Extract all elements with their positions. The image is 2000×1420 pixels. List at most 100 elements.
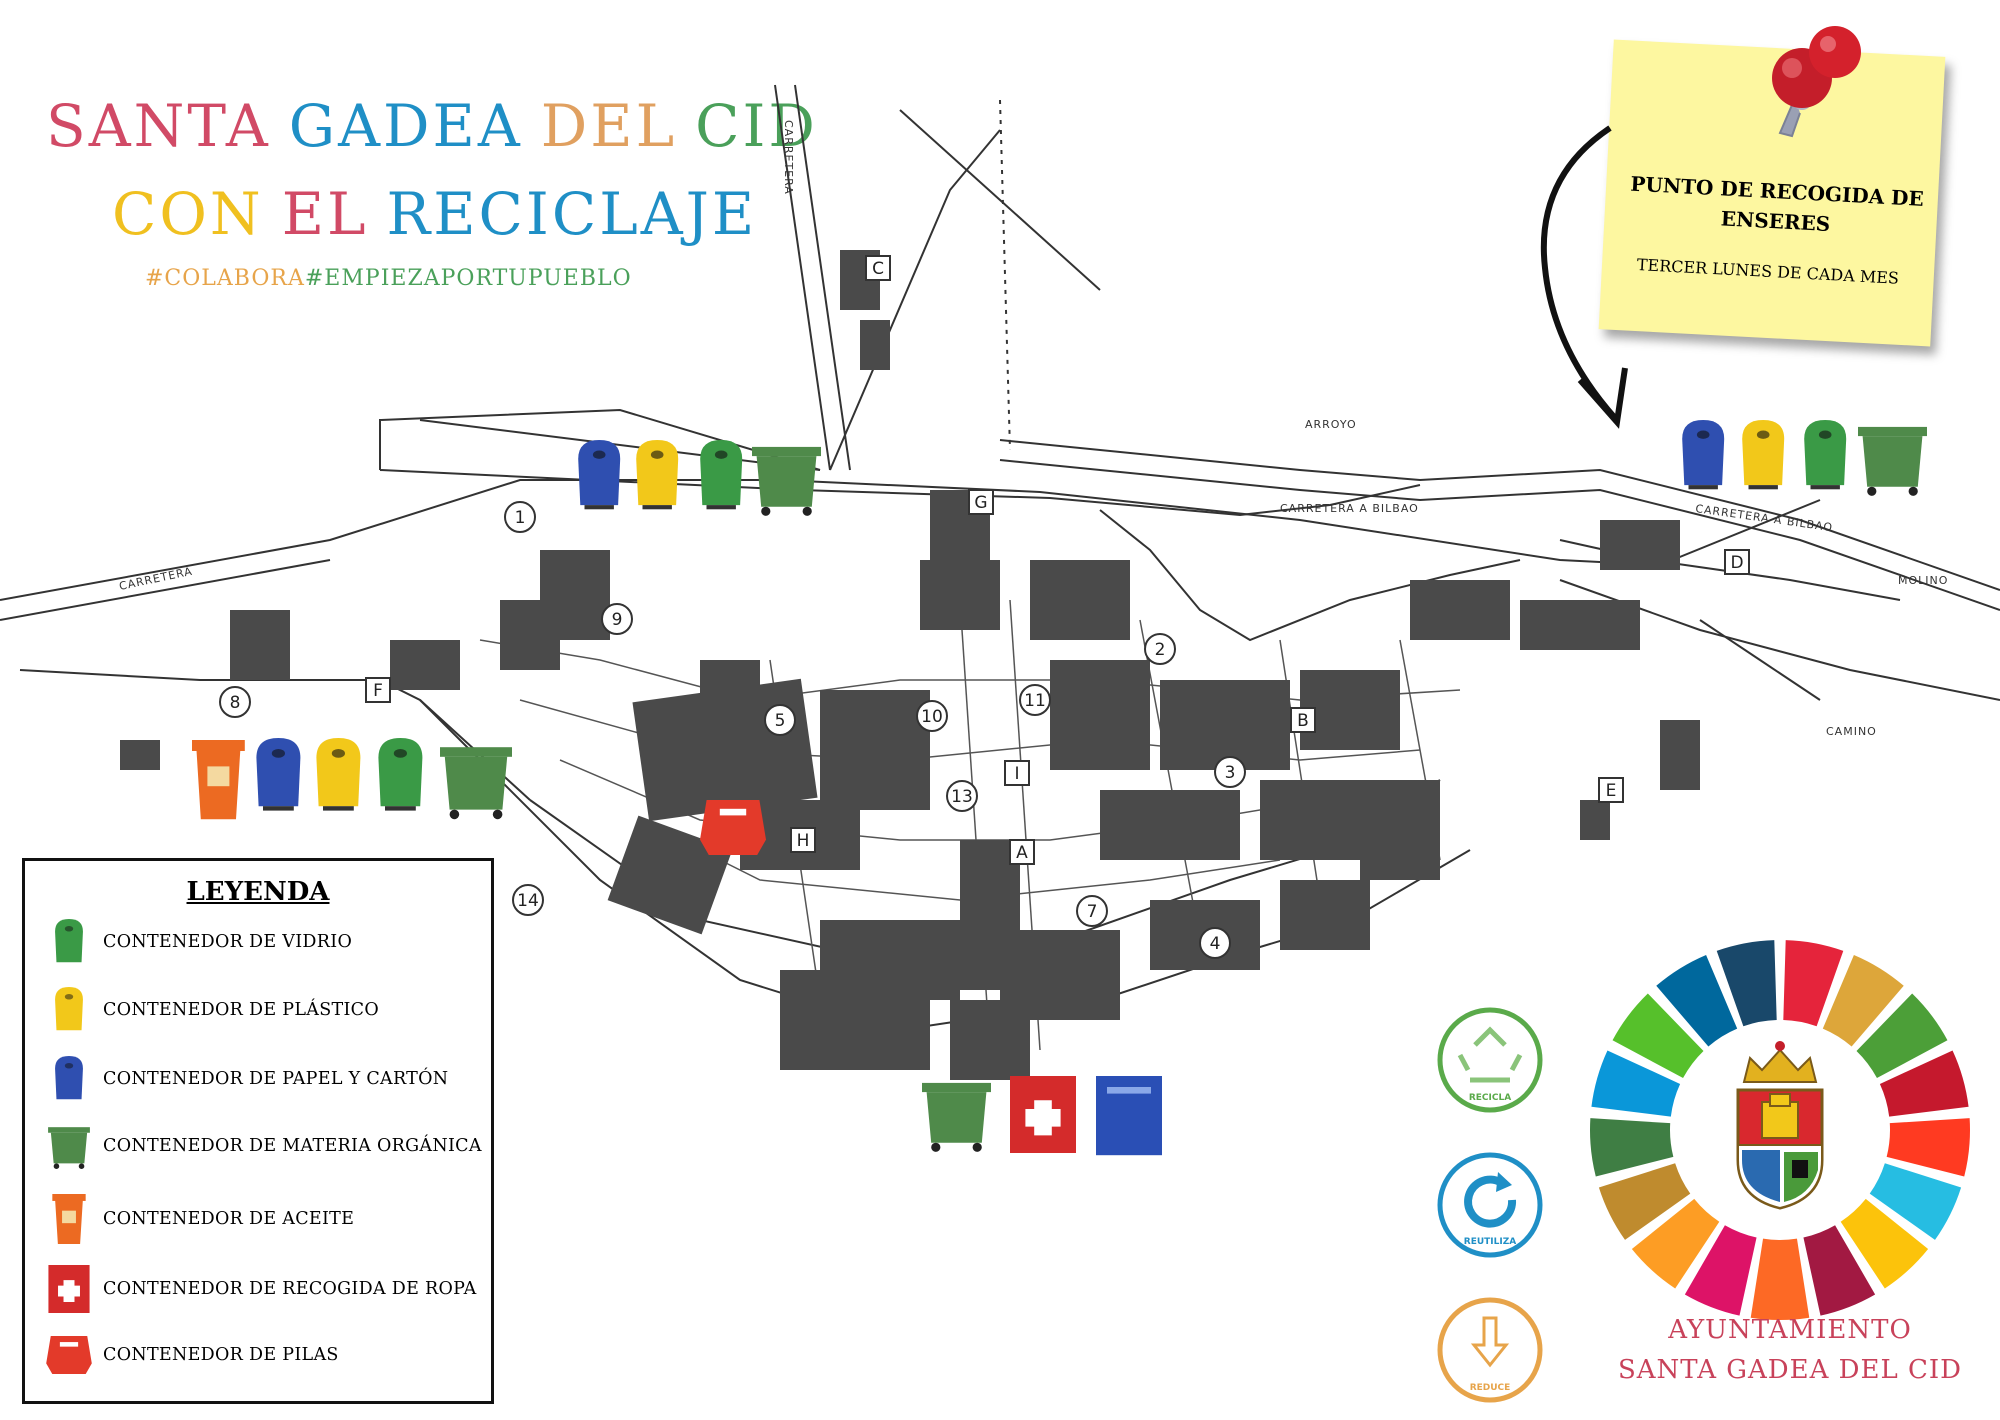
sdg-segment [1612,993,1704,1079]
sdg-segment [1598,1163,1691,1240]
sdg-segment [1591,1050,1681,1117]
svg-text:2: 2 [1155,640,1166,660]
svg-text:REDUCE: REDUCE [1470,1383,1511,1393]
legend-item-label: CONTENEDOR DE RECOGIDA DE ROPA [103,1279,477,1299]
note-title: PUNTO DE RECOGIDA DE ENSERES [1629,171,1925,237]
svg-text:A: A [1016,843,1028,863]
map-number-marker: 10 [916,700,948,732]
svg-text:C: C [872,259,884,279]
legend-item-label: CONTENEDOR DE ACEITE [103,1209,355,1229]
svg-text:8: 8 [230,693,241,713]
sdg-segment [1656,954,1738,1047]
ayuntamiento-line1: AYUNTAMIENTO [1668,1315,1912,1345]
legend-item: CONTENEDOR DE MATERIA ORGÁNICA [45,1121,482,1171]
ayuntamiento-line2: SANTA GADEA DEL CID [1617,1355,1963,1385]
sdg-segment [1886,1118,1970,1177]
sdg-segment [1750,1238,1810,1320]
map-number-marker: 4 [1199,927,1231,959]
label-molino: MOLINO [1898,574,1948,587]
sdg-segment [1631,1198,1720,1289]
svg-text:10: 10 [921,707,943,727]
map-letter-marker: E [1598,777,1624,803]
map-number-marker: 11 [1019,684,1051,716]
hashtags: #COLABORA#EMPIEZAPORTUPUEBLO [145,266,632,291]
plastic-bin-icon [45,985,93,1035]
map-number-marker: 13 [946,780,978,812]
rrr-icons: RECICLA REUTILIZA REDUCE [1437,1007,1543,1403]
legend-item-label: CONTENEDOR DE PILAS [103,1345,339,1365]
map-letter-marker: F [365,677,391,703]
legend-item: CONTENEDOR DE PLÁSTICO [45,985,379,1035]
svg-text:3: 3 [1225,763,1236,783]
svg-text:14: 14 [517,891,539,911]
map-letter-marker: I [1004,760,1030,786]
svg-text:9: 9 [612,610,623,630]
glass-bin-icon [45,917,93,967]
legend-item: CONTENEDOR DE VIDRIO [45,917,352,967]
label-camino: CAMINO [1826,725,1877,738]
sdg-segment [1879,1050,1969,1117]
legend-item-label: CONTENEDOR DE MATERIA ORGÁNICA [103,1136,482,1156]
reutiliza-icon: REUTILIZA [1437,1152,1543,1258]
legend-item: CONTENEDOR DE ACEITE [45,1194,354,1244]
svg-text:5: 5 [775,711,786,731]
legend-item: CONTENEDOR DE PILAS [45,1330,339,1380]
svg-text:13: 13 [951,787,973,807]
svg-text:H: H [797,831,810,851]
legend-title: LEYENDA [186,877,330,907]
hashtag: #COLABORA [145,266,305,291]
title-line2-word: CON [112,180,264,248]
legend-item: CONTENEDOR DE PAPEL Y CARTÓN [45,1054,448,1104]
sdg-segment [1869,1163,1962,1240]
legend-item-label: CONTENEDOR DE PAPEL Y CARTÓN [103,1069,449,1089]
map-letter-marker: D [1724,549,1750,575]
label-carretera-top: CARRETERA [782,120,795,195]
svg-text:I: I [1014,764,1019,784]
svg-text:B: B [1297,711,1309,731]
legend-item-label: CONTENEDOR DE VIDRIO [103,932,353,952]
svg-text:4: 4 [1210,934,1221,954]
paper-bin-icon [45,1054,93,1104]
sdg-segment [1783,940,1844,1027]
map-letter-marker: C [865,255,891,281]
title-line1-word: SANTA [46,92,271,160]
svg-text:G: G [974,493,987,513]
legend-box: LEYENDA CONTENEDOR DE VIDRIO CONTENEDOR D… [22,858,494,1404]
map-number-marker: 8 [219,686,251,718]
map-number-marker: 7 [1076,895,1108,927]
sdg-segment [1803,1225,1876,1316]
svg-text:D: D [1730,553,1743,573]
map-number-marker: 1 [504,501,536,533]
sdg-segment [1590,1118,1674,1177]
label-carretera-left: CARRETERA [118,565,194,593]
reduce-icon: REDUCE [1437,1297,1543,1403]
map-number-marker: 3 [1214,756,1246,788]
svg-text:RECICLA: RECICLA [1469,1093,1511,1103]
map-number-marker: 14 [512,884,544,916]
sdg-segment [1716,940,1777,1027]
svg-text:E: E [1606,781,1617,801]
hashtag: #EMPIEZAPORTUPUEBLO [304,266,632,291]
note-subtitle: TERCER LUNES DE CADA MES [1636,255,1900,288]
map-letter-marker: B [1290,707,1316,733]
svg-text:7: 7 [1087,902,1098,922]
svg-text:11: 11 [1024,691,1046,711]
svg-text:REUTILIZA: REUTILIZA [1464,1237,1516,1247]
title-line1-word: GADEA [288,92,523,160]
label-carretera-bilbao: CARRETERA A BILBAO [1280,502,1419,515]
title-line1-word: CID [695,92,818,160]
map-letter-marker: A [1009,839,1035,865]
battery-bin-icon [45,1330,93,1380]
oil-bin-icon [45,1194,93,1244]
organic-bin-icon [45,1121,93,1171]
title-line2-word: RECICLAJE [386,180,758,248]
map-number-marker: 2 [1144,633,1176,665]
sdg-segment [1822,954,1904,1047]
legend-item-label: CONTENEDOR DE PLÁSTICO [103,1000,380,1020]
recicla-icon: RECICLA [1437,1007,1543,1113]
title-line2-word: EL [281,180,369,248]
legend-item: CONTENEDOR DE RECOGIDA DE ROPA [45,1264,477,1314]
